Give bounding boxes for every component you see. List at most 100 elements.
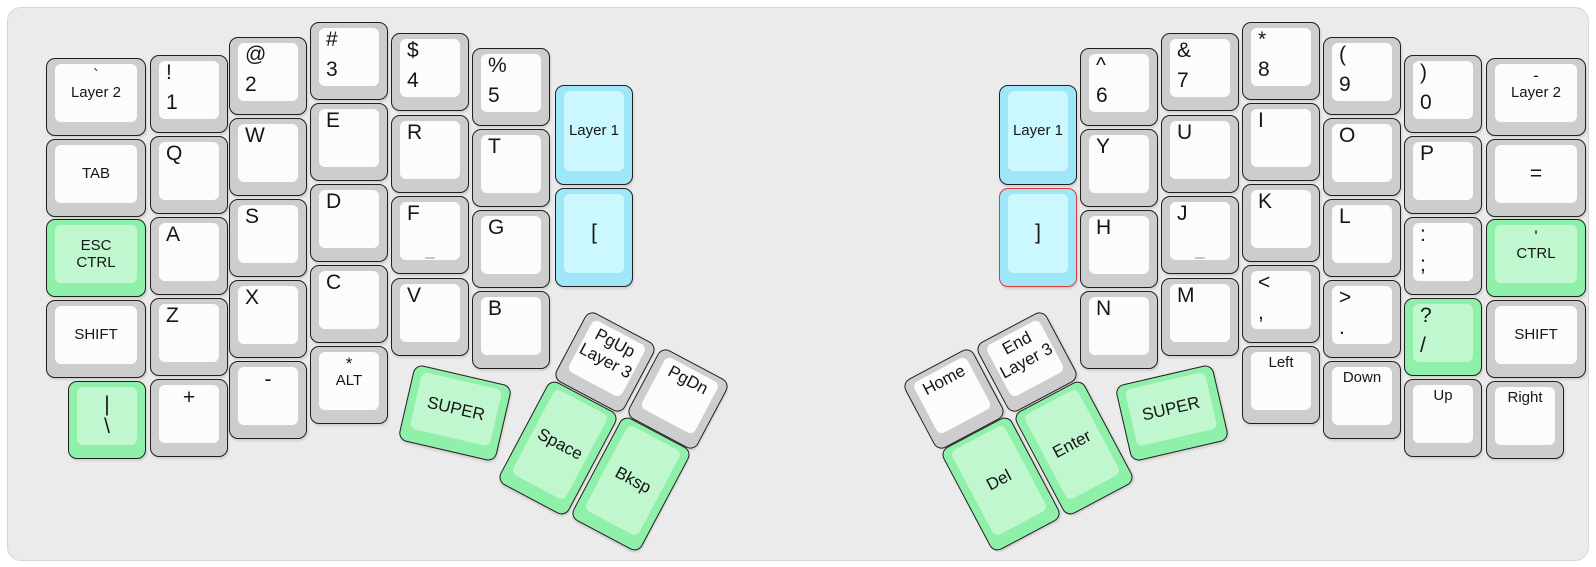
key-c[interactable]: C: [310, 265, 388, 343]
key-exclam-1[interactable]: !1: [150, 55, 228, 133]
key-label: X: [245, 286, 260, 309]
keycap-face: Right: [1495, 387, 1555, 445]
key-arrow-right[interactable]: Right: [1486, 381, 1564, 459]
key-a[interactable]: A: [150, 217, 228, 295]
keycap-face: #3: [319, 28, 379, 86]
key-question-slash[interactable]: ?/: [1404, 298, 1482, 376]
key-layer1-left[interactable]: Layer 1: [555, 85, 633, 185]
key-o[interactable]: O: [1323, 118, 1401, 196]
keycap-face: *ALT: [319, 352, 379, 410]
key-y[interactable]: Y: [1080, 129, 1158, 207]
key-label: +: [182, 386, 196, 409]
key-label: Layer 1: [1012, 122, 1064, 140]
keycap-face: Z: [159, 304, 219, 362]
key-gt-period[interactable]: >.: [1323, 280, 1401, 358]
key-asterisk-8[interactable]: *8: [1242, 22, 1320, 100]
key-lparen-9[interactable]: (9: [1323, 37, 1401, 115]
keycap-face: I: [1251, 109, 1311, 167]
keycap-face: N: [1089, 297, 1149, 355]
key-minus-left[interactable]: -: [229, 361, 307, 439]
key-caret-6[interactable]: ^6: [1080, 48, 1158, 126]
keycap-face: R: [400, 121, 460, 179]
key-amp-7[interactable]: &7: [1161, 33, 1239, 111]
key-h[interactable]: H: [1080, 210, 1158, 288]
key-label: _: [425, 240, 435, 260]
key-grave-layer2[interactable]: `Layer 2: [46, 58, 146, 136]
key-q[interactable]: Q: [150, 136, 228, 214]
keycap-face: TAB: [55, 145, 137, 203]
key-label: @: [245, 43, 267, 66]
key-equals[interactable]: =: [1486, 139, 1586, 217]
key-g[interactable]: G: [472, 210, 550, 288]
key-label: ': [1534, 227, 1538, 246]
key-u[interactable]: U: [1161, 115, 1239, 193]
key-at-2[interactable]: @2: [229, 37, 307, 115]
key-d[interactable]: D: [310, 184, 388, 262]
key-f[interactable]: F_: [391, 196, 469, 274]
keycap-face: <,: [1251, 271, 1311, 329]
key-super-left[interactable]: SUPER: [397, 363, 513, 463]
keycap-face: ?/: [1413, 304, 1473, 362]
key-i[interactable]: I: [1242, 103, 1320, 181]
key-r[interactable]: R: [391, 115, 469, 193]
key-esc-ctrl[interactable]: ESC CTRL: [46, 219, 146, 297]
key-plus[interactable]: +: [150, 379, 228, 457]
key-x[interactable]: X: [229, 280, 307, 358]
key-dollar-4[interactable]: $4: [391, 33, 469, 111]
keycap-face: *8: [1251, 28, 1311, 86]
key-quote-ctrl[interactable]: 'CTRL: [1486, 219, 1586, 297]
key-lbracket[interactable]: [: [555, 188, 633, 287]
key-colon-semicolon[interactable]: :;: [1404, 217, 1482, 295]
key-minus-layer2[interactable]: -Layer 2: [1486, 58, 1586, 136]
key-percent-5[interactable]: %5: [472, 48, 550, 126]
key-rparen-0[interactable]: )0: [1404, 55, 1482, 133]
key-rbracket[interactable]: ]: [999, 188, 1077, 287]
keycap-face: ESC CTRL: [55, 225, 137, 283]
key-shift-left[interactable]: SHIFT: [46, 300, 146, 378]
key-super-right[interactable]: SUPER: [1114, 363, 1230, 463]
key-b[interactable]: B: [472, 291, 550, 369]
key-tab[interactable]: TAB: [46, 139, 146, 217]
keycap-face: P: [1413, 142, 1473, 200]
key-l[interactable]: L: [1323, 199, 1401, 277]
key-label: ALT: [335, 372, 363, 390]
key-label: ^: [1096, 54, 1106, 77]
keycap-face: +: [159, 385, 219, 443]
key-label: Layer 2: [1510, 84, 1562, 102]
key-s[interactable]: S: [229, 199, 307, 277]
key-hash-3[interactable]: #3: [310, 22, 388, 100]
key-layer1-right[interactable]: Layer 1: [999, 85, 1077, 185]
key-arrow-left[interactable]: Left: [1242, 346, 1320, 424]
key-label: B: [488, 297, 503, 320]
key-e[interactable]: E: [310, 103, 388, 181]
keycap-face: !1: [159, 61, 219, 119]
key-label: Layer 1: [568, 122, 620, 140]
keycap-face: SHIFT: [55, 306, 137, 364]
key-z[interactable]: Z: [150, 298, 228, 376]
key-label: D: [326, 190, 342, 213]
key-w[interactable]: W: [229, 118, 307, 196]
keycap-face: =: [1495, 145, 1577, 203]
key-arrow-up[interactable]: Up: [1404, 379, 1482, 457]
key-label: 0: [1420, 91, 1432, 114]
key-t[interactable]: T: [472, 129, 550, 207]
key-m[interactable]: M: [1161, 278, 1239, 356]
key-shift-right[interactable]: SHIFT: [1486, 300, 1586, 378]
key-k[interactable]: K: [1242, 184, 1320, 262]
key-label: =: [1529, 161, 1543, 185]
key-label: !: [166, 61, 172, 84]
key-arrow-down[interactable]: Down: [1323, 361, 1401, 439]
key-v[interactable]: V: [391, 278, 469, 356]
key-n[interactable]: N: [1080, 291, 1158, 369]
key-label: Z: [166, 304, 179, 327]
key-label: >: [1339, 286, 1352, 309]
key-j[interactable]: J_: [1161, 196, 1239, 274]
key-lt-comma[interactable]: <,: [1242, 265, 1320, 343]
key-label: [: [591, 221, 597, 245]
key-label: 5: [488, 84, 500, 107]
key-pipe-backslash[interactable]: | \: [68, 381, 146, 459]
key-p[interactable]: P: [1404, 136, 1482, 214]
key-star-alt[interactable]: *ALT: [310, 346, 388, 424]
key-label: E: [326, 109, 341, 132]
key-label: Q: [166, 142, 183, 165]
